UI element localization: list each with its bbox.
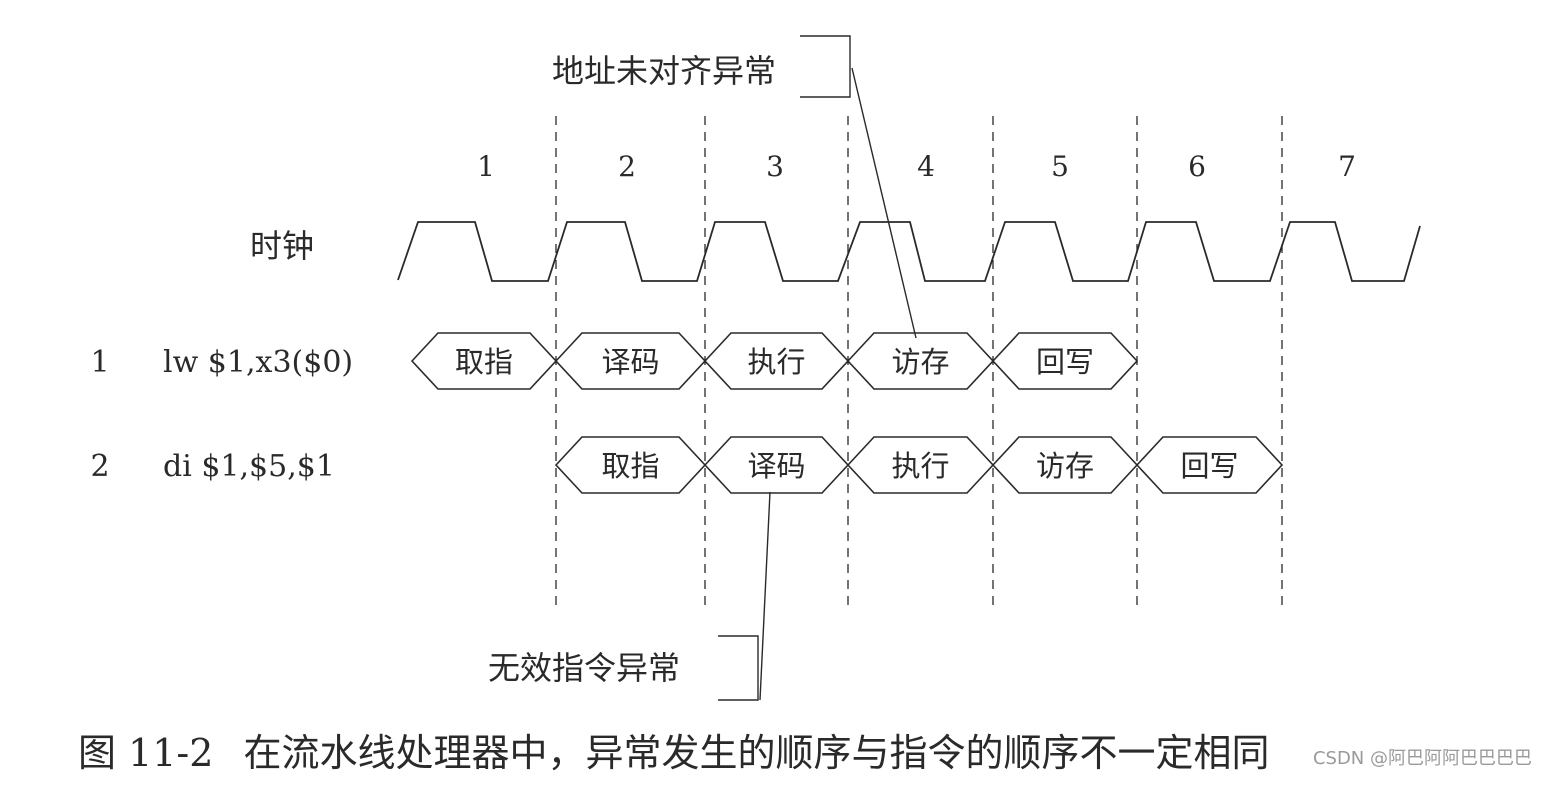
stage-label: 执行 <box>747 345 805 379</box>
instruction-index: 1 <box>90 345 109 380</box>
figure-caption-text: 在流水线处理器中，异常发生的顺序与指令的顺序不一定相同 <box>243 731 1270 775</box>
stage-label: 访存 <box>891 345 949 379</box>
figure-caption: 图 11-2 在流水线处理器中，异常发生的顺序与指令的顺序不一定相同 <box>78 722 1269 777</box>
figure-number: 图 11-2 <box>78 731 214 775</box>
cycle-number: 1 <box>477 150 495 183</box>
stage-label: 译码 <box>601 345 659 379</box>
cycle-dividers <box>555 116 1283 610</box>
stage-label: 回写 <box>1180 449 1238 483</box>
cycle-number: 3 <box>766 150 784 183</box>
clock-label: 时钟 <box>250 227 314 265</box>
annotation-top-bracket <box>800 35 851 98</box>
stage-label: 执行 <box>891 449 949 483</box>
stage-box <box>991 332 1139 390</box>
annotation-bottom-leader <box>759 491 771 701</box>
stage-label: 译码 <box>747 449 805 483</box>
instruction-code: di $1,$5,$1 <box>163 449 335 484</box>
cycle-number: 7 <box>1338 150 1356 183</box>
cycle-number: 4 <box>917 150 935 183</box>
stage-label: 回写 <box>1036 345 1094 379</box>
stage-label: 取指 <box>601 449 659 483</box>
clock-waveform <box>397 221 1421 282</box>
annotation-top-leader <box>851 67 917 339</box>
instruction-row: 1 lw $1,x3($0) 取指 译码 执行 访存 回写 <box>90 332 1139 390</box>
annotation-address-misaligned: 地址未对齐异常 <box>552 52 776 90</box>
stage-label: 访存 <box>1036 449 1094 483</box>
stage-box <box>1135 436 1284 494</box>
instruction-code: lw $1,x3($0) <box>163 345 353 380</box>
cycle-number: 2 <box>618 150 636 183</box>
cycle-number: 6 <box>1188 150 1206 183</box>
instruction-row: 2 di $1,$5,$1 取指 译码 执行 访存 回写 <box>90 436 1284 494</box>
cycle-numbers: 1 2 3 4 5 6 7 <box>477 150 1356 183</box>
annotation-invalid-instruction: 无效指令异常 <box>488 649 680 687</box>
instruction-index: 2 <box>90 449 109 484</box>
stage-label: 取指 <box>455 345 513 379</box>
watermark: CSDN @阿巴阿阿巴巴巴巴 <box>1312 748 1532 769</box>
annotation-bottom-bracket <box>718 635 759 701</box>
cycle-number: 5 <box>1051 150 1069 183</box>
